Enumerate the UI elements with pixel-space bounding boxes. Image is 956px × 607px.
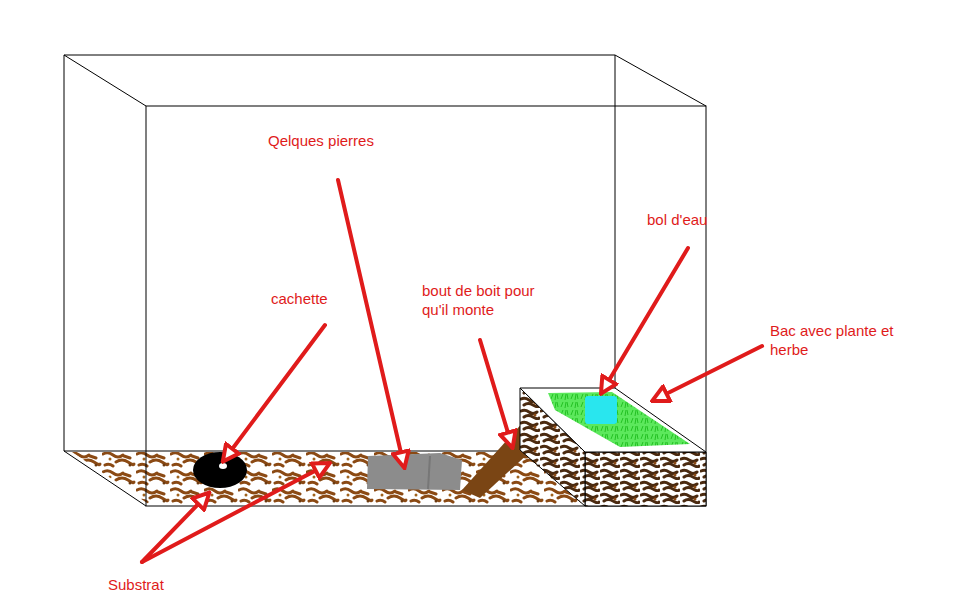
label-stones: Qelques pierres: [268, 131, 374, 150]
label-wood: bout de boit pour qu'il monte: [422, 281, 562, 319]
stones: [367, 453, 462, 490]
plant-tray: [520, 388, 706, 506]
hiding-place: [193, 452, 247, 488]
water-bowl: [585, 396, 617, 424]
callout-arrows: [142, 180, 762, 562]
terrarium-frame: [64, 55, 706, 506]
label-substrate: Substrat: [108, 575, 164, 594]
label-water-bowl: bol d'eau: [647, 210, 707, 229]
stone-edge: [428, 456, 430, 489]
label-hiding-place: cachette: [271, 289, 328, 308]
label-tray: Bac avec plante et herbe: [770, 321, 920, 359]
